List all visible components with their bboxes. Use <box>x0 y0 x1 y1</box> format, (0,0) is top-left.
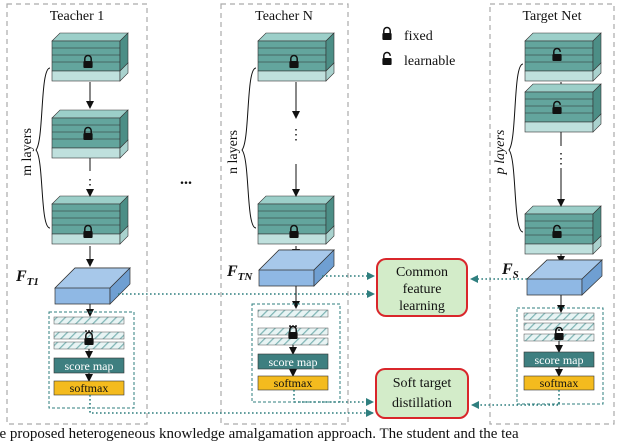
teacher-1-head: ... score map softmax <box>48 311 135 409</box>
soft-target-distillation-module: Soft target distillation <box>375 368 469 419</box>
teacher-1-layer-brace <box>35 67 51 229</box>
svg-text:score map: score map <box>269 355 318 369</box>
svg-text:score map: score map <box>535 353 584 367</box>
teacher-1-panel: Teacher 1 ⋮ m layers FT1 ... score map s… <box>6 3 148 425</box>
svg-text:learning: learning <box>399 299 445 314</box>
lock-closed-icon <box>381 26 393 41</box>
teacher-1-title: Teacher 1 <box>50 9 105 24</box>
legend: fixed learnable <box>381 26 455 69</box>
common-feature-learning-module: Common feature learning <box>376 258 468 317</box>
teachers-ellipsis: ... <box>180 171 192 188</box>
teacher-1-vdots: ⋮ <box>83 178 97 193</box>
svg-text:...: ... <box>289 316 298 330</box>
svg-text:softmax: softmax <box>274 376 313 390</box>
teacher-1-layer-block <box>51 195 129 245</box>
target-feature-label: FS <box>501 261 519 281</box>
teacher-n-depth-label: n layers <box>226 130 241 174</box>
target-depth-label: p layers <box>493 129 508 175</box>
svg-text:softmax: softmax <box>70 381 109 395</box>
teacher-n-layer-block <box>257 195 335 245</box>
teacher-n-title: Teacher N <box>255 9 313 24</box>
target-layer-brace <box>508 63 524 233</box>
svg-text:distillation: distillation <box>392 396 452 411</box>
feature-links <box>118 272 527 298</box>
teacher-n-layer-brace <box>241 67 257 229</box>
teacher-n-softmax <box>257 375 329 391</box>
teacher-1-softmax <box>53 380 125 396</box>
teacher-n-panel: Teacher N ⋮ n layers FTN ... score map s… <box>220 3 349 425</box>
target-head: ... score map softmax <box>516 307 604 405</box>
teacher-1-layer-block <box>51 32 129 82</box>
legend-learnable: learnable <box>404 54 455 69</box>
teacher-1-layer-block <box>51 109 129 159</box>
target-layer-block <box>524 32 602 82</box>
teacher-n-feature-label: FTN <box>226 263 253 283</box>
legend-fixed: fixed <box>404 29 433 44</box>
svg-text:score map: score map <box>65 359 114 373</box>
teacher-n-layer-block <box>257 32 335 82</box>
svg-text:softmax: softmax <box>540 376 579 390</box>
softmax-links <box>89 390 560 417</box>
target-net-title: Target Net <box>522 9 581 24</box>
teacher-n-head: ... score map softmax <box>251 303 341 403</box>
target-layer-block <box>524 83 602 133</box>
target-layer-block <box>524 205 602 255</box>
lock-open-icon <box>381 51 393 66</box>
svg-text:...: ... <box>85 321 94 335</box>
teacher-1-feature-label: FT1 <box>15 268 39 288</box>
figure-caption: he proposed heterogeneous knowledge amal… <box>0 426 519 442</box>
svg-text:Soft target: Soft target <box>393 376 452 391</box>
target-net-panel: Target Net ⋮ p layers FS ... score map s… <box>489 3 615 425</box>
teacher-1-depth-label: m layers <box>20 128 35 176</box>
target-vdots: ⋮ <box>554 152 568 167</box>
teacher-n-vdots: ⋮ <box>289 128 303 143</box>
svg-text:feature: feature <box>403 282 442 297</box>
svg-text:Common: Common <box>396 265 448 280</box>
